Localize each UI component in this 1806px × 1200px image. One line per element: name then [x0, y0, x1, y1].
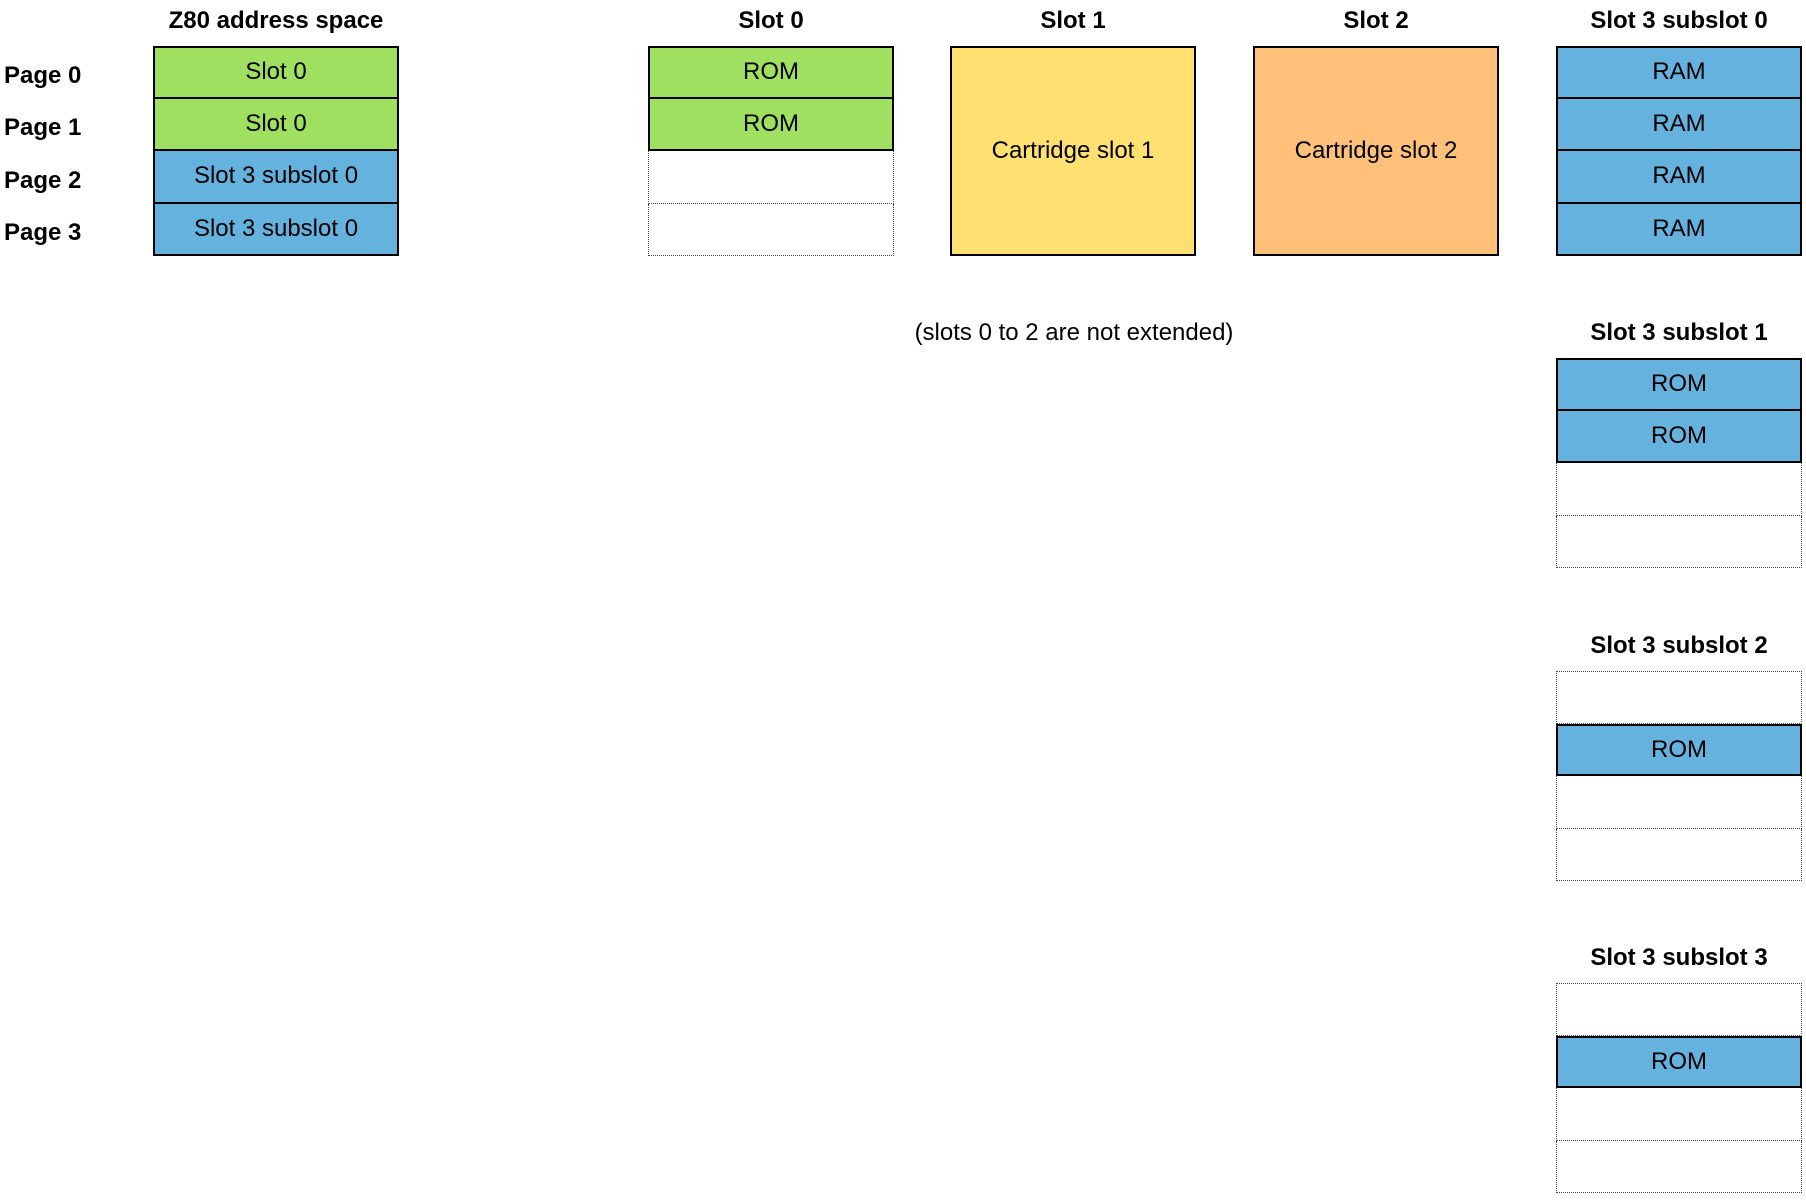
cartridge-slot-1-box: Cartridge slot 1 [950, 46, 1196, 256]
not-extended-note: (slots 0 to 2 are not extended) [914, 319, 1234, 346]
slot-0-heading: Slot 0 [738, 7, 804, 34]
z80-page-2-cell: Slot 3 subslot 0 [153, 151, 399, 204]
subslot-0-heading: Slot 3 subslot 0 [1590, 7, 1768, 34]
z80-page-0-cell: Slot 0 [153, 46, 399, 99]
subslot-0-page-2-cell: RAM [1556, 151, 1802, 204]
subslot-1-page-3-cell [1556, 515, 1802, 568]
slot-0-page-2-cell [648, 151, 894, 204]
subslot-1-page-0-cell: ROM [1556, 358, 1802, 411]
z80-page-1-cell: Slot 0 [153, 98, 399, 151]
z80-page-3-cell: Slot 3 subslot 0 [153, 203, 399, 256]
subslot-2-heading: Slot 3 subslot 2 [1590, 632, 1768, 659]
subslot-3-page-0-cell [1556, 983, 1802, 1036]
slot-0-column: ROM ROM [648, 46, 894, 256]
slot-0-page-1-cell: ROM [648, 98, 894, 151]
subslot-1-page-1-cell: ROM [1556, 410, 1802, 463]
subslot-0-page-0-cell: RAM [1556, 46, 1802, 99]
subslot-3-page-1-cell: ROM [1556, 1035, 1802, 1088]
slot-2-heading: Slot 2 [1343, 7, 1409, 34]
z80-address-space-heading: Z80 address space [168, 7, 384, 34]
subslot-0-column: RAM RAM RAM RAM [1556, 46, 1802, 256]
slot-0-page-0-cell: ROM [648, 46, 894, 99]
slot-0-page-3-cell [648, 203, 894, 256]
cartridge-slot-1-label: Cartridge slot 1 [991, 137, 1155, 164]
subslot-1-column: ROM ROM [1556, 358, 1802, 568]
page-label-1: Page 1 [4, 114, 82, 141]
subslot-0-page-3-cell: RAM [1556, 203, 1802, 256]
slot-1-heading: Slot 1 [1040, 7, 1106, 34]
subslot-3-heading: Slot 3 subslot 3 [1590, 944, 1768, 971]
subslot-3-column: ROM [1556, 983, 1802, 1193]
page-label-0: Page 0 [4, 62, 82, 89]
subslot-1-heading: Slot 3 subslot 1 [1590, 319, 1768, 346]
cartridge-slot-2-label: Cartridge slot 2 [1294, 137, 1458, 164]
z80-address-space-column: Slot 0 Slot 0 Slot 3 subslot 0 Slot 3 su… [153, 46, 399, 256]
page-label-2: Page 2 [4, 167, 82, 194]
subslot-3-page-3-cell [1556, 1140, 1802, 1193]
cartridge-slot-2-box: Cartridge slot 2 [1253, 46, 1499, 256]
subslot-2-page-2-cell [1556, 776, 1802, 829]
subslot-2-page-1-cell: ROM [1556, 723, 1802, 776]
subslot-1-page-2-cell [1556, 463, 1802, 516]
subslot-0-page-1-cell: RAM [1556, 98, 1802, 151]
subslot-2-page-0-cell [1556, 671, 1802, 724]
page-label-3: Page 3 [4, 219, 82, 246]
subslot-3-page-2-cell [1556, 1088, 1802, 1141]
subslot-2-column: ROM [1556, 671, 1802, 881]
subslot-2-page-3-cell [1556, 828, 1802, 881]
